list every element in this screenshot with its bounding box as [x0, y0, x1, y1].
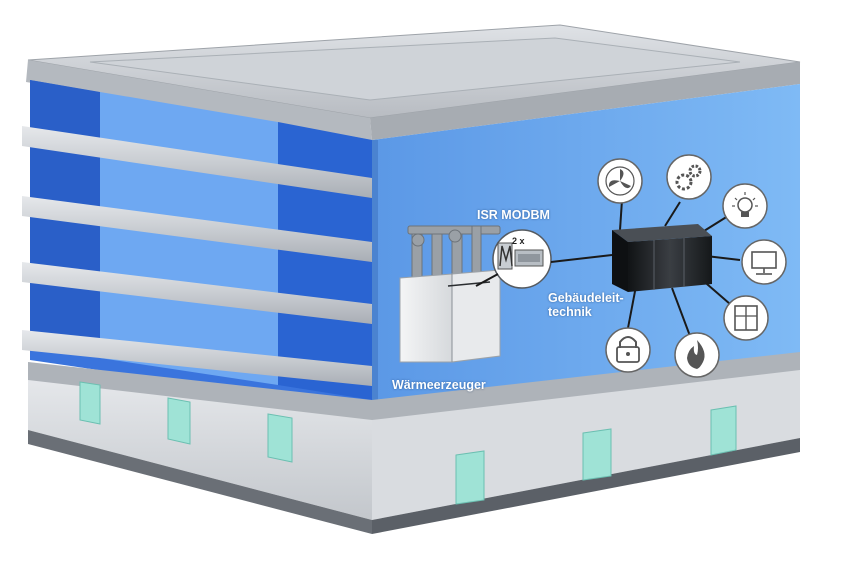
modbus-module-hardware [497, 242, 544, 270]
device-gears [666, 154, 712, 200]
device-fire [674, 332, 720, 378]
device-window [723, 295, 769, 341]
bms-label-line1: Gebäudeleit- [548, 291, 624, 305]
device-fan [597, 158, 643, 204]
base-windows [79, 381, 737, 505]
device-monitor [741, 239, 787, 285]
roof [26, 24, 801, 140]
heat-generator-icon [399, 225, 501, 363]
bms-label-line2: technik [548, 305, 592, 319]
modbus-module-label: ISR MODBM [477, 208, 550, 222]
device-lock [605, 327, 651, 373]
heat-generator-label: Wärmeerzeuger [392, 378, 486, 392]
server-icon [612, 224, 712, 292]
facade-bands [22, 126, 372, 386]
module-count-label: 2 x [512, 236, 525, 246]
device-light [722, 183, 768, 229]
